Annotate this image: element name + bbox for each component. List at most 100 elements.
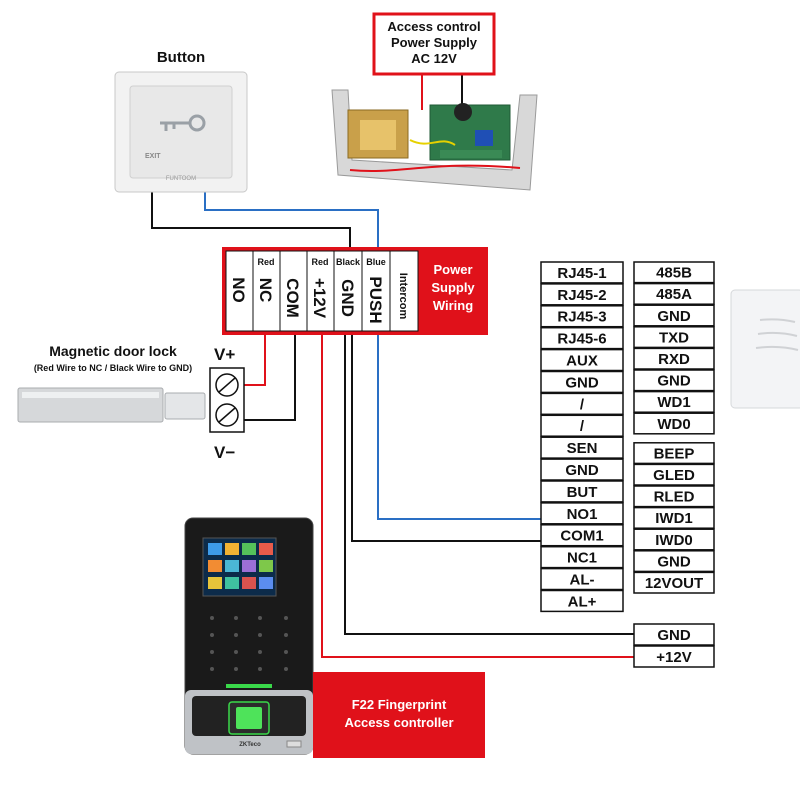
lock-title: Magnetic door lock	[49, 343, 177, 359]
psu-wiring-label-3: Wiring	[433, 298, 473, 313]
right-terminal-cell	[633, 282, 715, 305]
left-terminal-cell	[540, 502, 624, 525]
wire-push-no1	[377, 335, 541, 520]
psu-terminal-strip	[440, 150, 502, 158]
right-terminal-label: WD0	[657, 416, 690, 433]
right-terminal-cell	[633, 412, 715, 435]
right-terminal-label: GND	[657, 373, 691, 390]
right-terminal-cell	[633, 485, 715, 508]
controller-label-line-1: F22 Fingerprint	[352, 697, 447, 712]
psu-title-line-1: Access control	[387, 19, 480, 34]
wire-12v-controller	[321, 335, 634, 658]
lock-v-plus: V+	[214, 345, 235, 364]
wire-gnd-com1	[351, 335, 541, 542]
usb-port-icon	[286, 740, 302, 748]
right-terminal-label: 485A	[656, 286, 692, 303]
button-title: Button	[157, 49, 205, 66]
terminal-pin-no: NO	[229, 277, 248, 303]
right-terminal-label: RLED	[654, 489, 695, 506]
reader-waves	[755, 318, 799, 351]
left-terminal-label: RJ45-1	[557, 265, 606, 282]
left-terminal-cell	[540, 370, 624, 394]
wire-lock-red	[240, 335, 266, 386]
right-terminal-label: IWD1	[655, 510, 693, 527]
card-reader	[730, 289, 800, 409]
psu-label-box	[372, 12, 496, 76]
terminal-block: Red Red Black Blue NO NC COM +12V GND PU…	[222, 247, 488, 335]
psu-capacitor	[454, 103, 472, 121]
screen-app-icons	[208, 543, 273, 589]
right-terminal-label: WD1	[657, 394, 690, 411]
terminal-pin-cells	[225, 250, 419, 332]
left-terminal-cell	[540, 480, 624, 503]
left-terminal-cell	[540, 305, 624, 328]
psu-internal-wires	[349, 164, 521, 173]
right-terminal-label: 12VOUT	[645, 575, 703, 592]
key-icon	[160, 114, 206, 132]
right-terminal-cell	[633, 442, 715, 465]
right-terminal-cell	[633, 304, 715, 327]
right-terminal-cell	[633, 390, 715, 413]
right-terminal-label: GND	[657, 553, 691, 570]
psu-wiring-label-1: Power	[433, 262, 472, 277]
magnetic-lock: Magnetic door lock (Red Wire to NC / Bla…	[17, 343, 245, 462]
left-terminal-label: NC1	[567, 550, 597, 567]
exit-button-device: Button EXIT FUNTOOM	[114, 49, 248, 193]
left-terminal-cell	[540, 414, 624, 437]
left-terminal-label: /	[580, 396, 585, 413]
lock-highlight	[22, 392, 159, 398]
psu-title-line-3: AC 12V	[411, 51, 457, 66]
left-terminal-cell	[540, 524, 624, 547]
psu-relay	[475, 130, 493, 146]
button-face	[129, 85, 233, 179]
right-terminal-cell	[633, 369, 715, 392]
controller-label-box	[313, 672, 485, 758]
fingerprint-sensor-icon	[236, 707, 262, 729]
psu-wiring-label-2: Supply	[431, 280, 475, 295]
left-terminal-cell	[540, 326, 624, 350]
right-terminal-cell	[633, 571, 715, 594]
psu-transformer-core	[360, 120, 396, 150]
right-terminal-cell	[633, 463, 715, 486]
terminal-pin-gnd: GND	[338, 279, 357, 317]
terminal-pin-push: PUSH	[366, 276, 385, 323]
left-terminal-column: RJ45-1RJ45-2RJ45-3RJ45-6AUXGND//SENGNDBU…	[540, 261, 624, 613]
fingerprint-controller: ZKTeco F22 Fingerprint Access controller	[184, 517, 485, 758]
right-terminal-cell	[633, 550, 715, 573]
right-terminal-cell	[633, 326, 715, 349]
left-terminal-label: /	[580, 418, 585, 435]
left-terminal-label: RJ45-3	[557, 309, 606, 326]
controller-brand: ZKTeco	[239, 742, 261, 748]
left-terminal-cell	[540, 392, 624, 416]
lock-v-minus: V−	[214, 443, 235, 462]
terminal-wire-label-12v: Red	[311, 257, 328, 267]
wire-button-blue	[204, 190, 379, 250]
power-input-terminals: GND +12V	[633, 623, 715, 668]
right-terminal-label: BEEP	[654, 445, 695, 462]
controller-terminals: RJ45-1RJ45-2RJ45-3RJ45-6AUXGND//SENGNDBU…	[540, 261, 715, 668]
left-terminal-cell	[540, 436, 624, 459]
right-terminal-label: GLED	[653, 467, 695, 484]
right-terminal-column: 485B485AGNDTXDRXDGNDWD1WD0BEEPGLEDRLEDIW…	[633, 261, 715, 594]
button-exit-text: EXIT	[145, 153, 161, 160]
left-terminal-label: RJ45-2	[557, 287, 606, 304]
right-terminal-cell	[633, 528, 715, 551]
wire-button-black	[151, 190, 351, 250]
terminal-pin-com: COM	[283, 278, 302, 318]
lock-note: (Red Wire to NC / Black Wire to GND)	[34, 363, 192, 373]
left-terminal-label: BUT	[567, 484, 598, 501]
status-led-bar	[226, 684, 272, 688]
left-terminal-cell	[540, 589, 624, 613]
left-terminal-cell	[540, 458, 624, 481]
power-supply: Access control Power Supply AC 12V	[331, 12, 538, 191]
terminal-pin-nc: NC	[256, 278, 275, 303]
left-terminal-cell	[540, 261, 624, 284]
terminal-inner	[226, 251, 418, 331]
wire-lock-black	[240, 335, 296, 421]
left-terminal-cell	[540, 283, 624, 306]
left-terminal-label: RJ45-6	[557, 331, 606, 348]
right-terminal-cell	[633, 506, 715, 529]
keypad-dots	[210, 616, 288, 671]
right-terminal-cell	[633, 261, 715, 284]
